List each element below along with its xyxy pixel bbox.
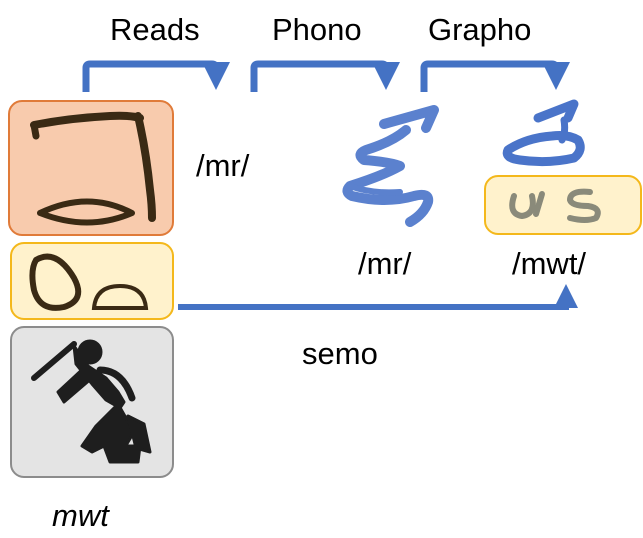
semo-label: semo [302,336,378,371]
grapho-arrow [420,60,570,92]
reads-arrow [82,60,230,92]
hoe-sign-icon [30,111,156,226]
hieratic-complement-box [484,175,642,235]
reading-mr-second: /mr/ [358,246,412,281]
reads-label: Reads [110,12,200,47]
phono-label: Phono [272,12,362,47]
phono-arrow [250,60,400,92]
hieratic-mr-icon [342,105,439,227]
egg-and-bread-signs-icon [29,253,149,311]
reading-mwt: /mwt/ [512,246,587,281]
hieratic-mwt-icon [502,99,601,223]
striking-man-determinative-icon [31,339,152,464]
grapho-label: Grapho [428,12,532,47]
semo-arrow [178,284,578,310]
word-transliteration: mwt [52,498,109,533]
reading-mr-first: /mr/ [196,148,250,183]
